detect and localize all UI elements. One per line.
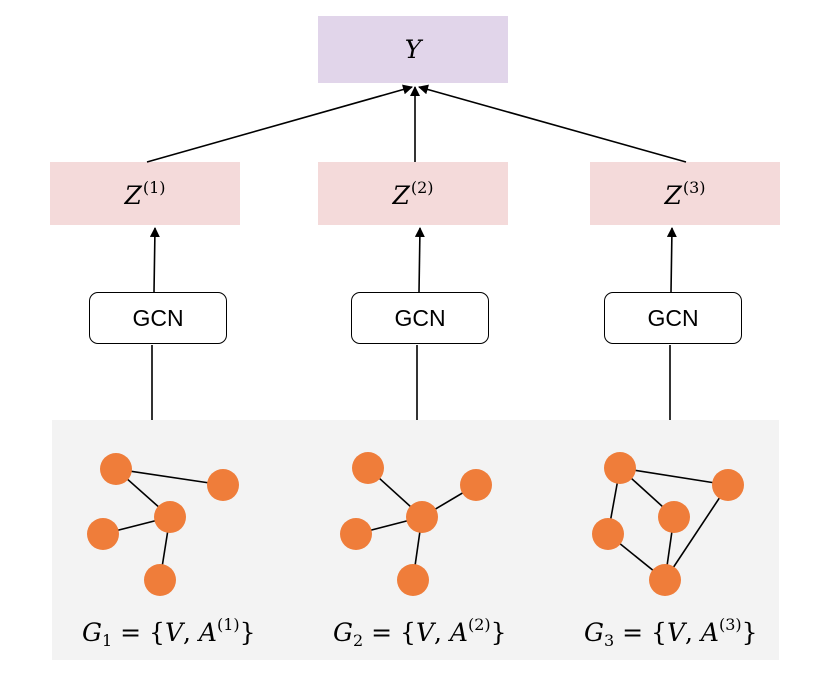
graph-2-label: G2 = {V, A(2)} <box>333 615 507 650</box>
embedding-z3-box: Z(3) <box>590 162 780 225</box>
graph-panel <box>52 420 779 660</box>
graph-2-node <box>397 564 429 596</box>
graph-2-nodes <box>340 452 492 596</box>
graph-2-node <box>352 452 384 484</box>
graph-1-nodes <box>87 453 239 596</box>
graph-2-node <box>406 501 438 533</box>
embedding-z2-box: Z(2) <box>318 162 508 225</box>
arrow-z3-to-y <box>418 84 687 163</box>
embedding-z3-label: Z(3) <box>664 177 706 210</box>
output-y-label: Y <box>404 35 422 64</box>
embedding-z1-box: Z(1) <box>50 162 240 225</box>
embedding-z1-label: Z(1) <box>124 177 166 210</box>
gcn-3-label: GCN <box>647 304 699 331</box>
graph-1-node <box>100 453 132 485</box>
gcn-3-box: GCN <box>604 292 742 344</box>
graph-1-label: G1 = {V, A(1)} <box>82 615 256 650</box>
graph-1-node <box>87 518 119 550</box>
graph-2-node <box>340 518 372 550</box>
arrow-gcn1-to-z1 <box>149 227 160 293</box>
graph-3-nodes <box>592 452 744 596</box>
graph-1-node <box>144 564 176 596</box>
graph-3-node <box>604 452 636 484</box>
graph-3-node <box>649 564 681 596</box>
graph-3-label: G3 = {V, A(3)} <box>584 615 758 650</box>
embedding-z2-label: Z(2) <box>392 177 434 210</box>
gcn-2-label: GCN <box>394 304 446 331</box>
arrow-gcn2-to-z2 <box>414 227 425 293</box>
gcn-2-box: GCN <box>351 292 489 344</box>
graph-1-node <box>207 469 239 501</box>
graph-3-node <box>712 469 744 501</box>
graph-2-node <box>460 469 492 501</box>
gcn-1-label: GCN <box>132 304 184 331</box>
arrow-z1-to-y <box>146 84 413 163</box>
graph-3-node <box>592 518 624 550</box>
output-y-box: Y <box>318 16 508 83</box>
gcn-1-box: GCN <box>89 292 227 344</box>
graph-3-node <box>658 501 690 533</box>
arrow-gcn3-to-z3 <box>666 227 677 293</box>
graph-1-node <box>154 501 186 533</box>
